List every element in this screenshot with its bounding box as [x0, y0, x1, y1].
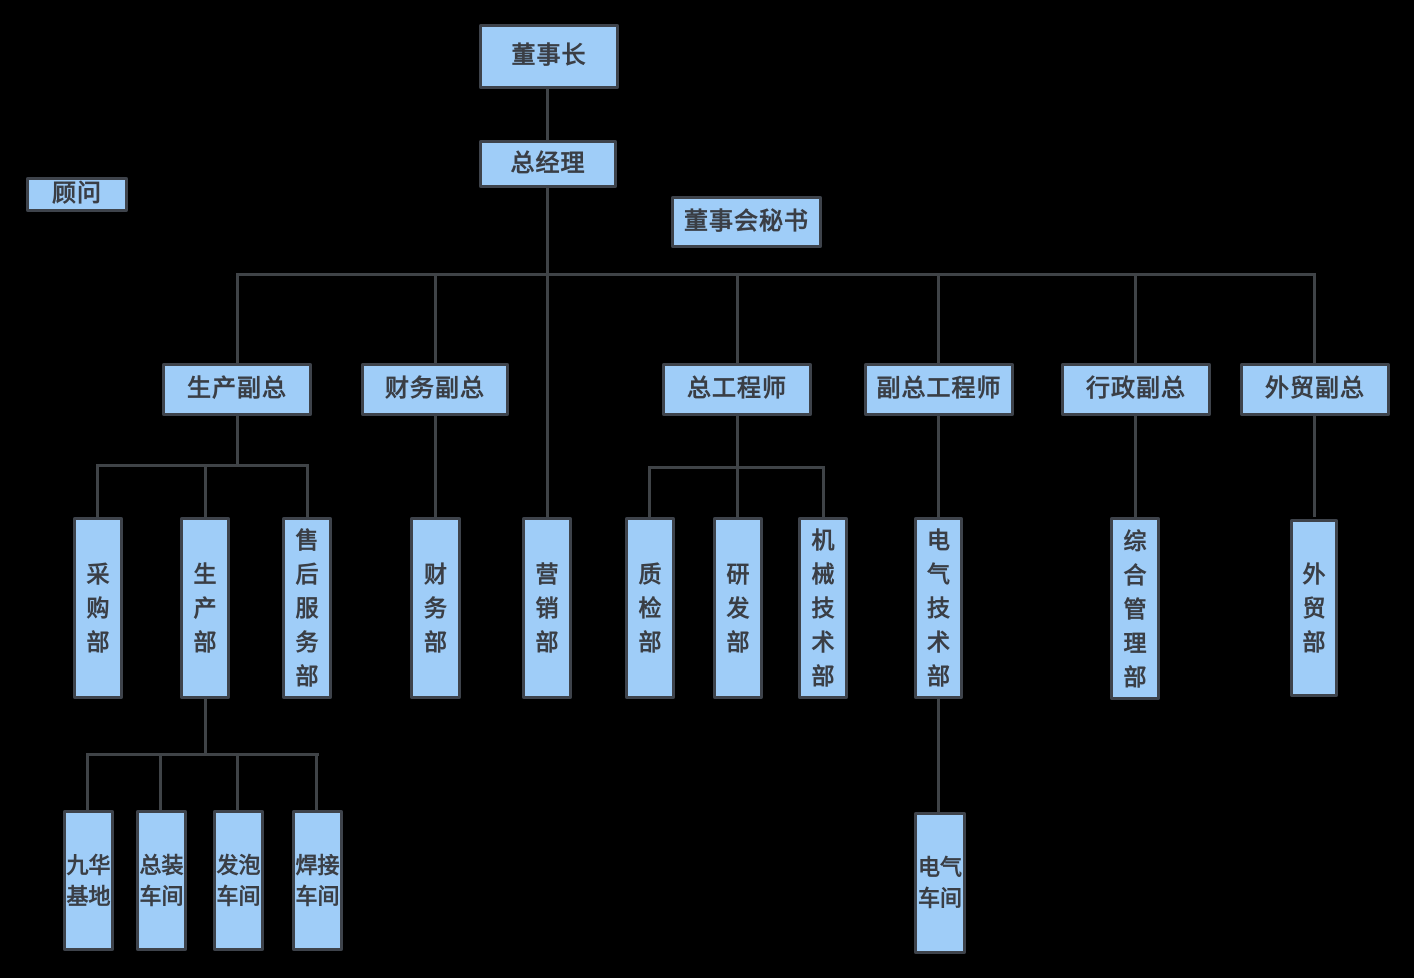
connector-drop-quality: [648, 466, 651, 517]
connector-workshop-bar: [86, 753, 319, 756]
connector-production-dept-stem: [204, 699, 207, 755]
connector-chairman-gm: [546, 89, 549, 140]
node-production-dept[interactable]: 生产部: [180, 517, 230, 699]
connector-drop-welding: [315, 753, 318, 810]
connector-drop-production-vp: [236, 273, 239, 363]
node-marketing-dept[interactable]: 营销部: [522, 517, 572, 699]
node-foaming-workshop[interactable]: 发泡车间: [213, 810, 264, 951]
connector-drop-mech-tech: [822, 466, 825, 517]
node-finance-dept[interactable]: 财务部: [410, 517, 461, 699]
node-advisor[interactable]: 顾问: [26, 177, 128, 212]
node-general-manager[interactable]: 总经理: [479, 140, 617, 188]
node-electrical-tech-dept[interactable]: 电气技术部: [914, 517, 963, 699]
node-welding-workshop[interactable]: 焊接车间: [292, 810, 343, 951]
node-chairman[interactable]: 董事长: [479, 24, 619, 89]
node-assembly-workshop[interactable]: 总装车间: [136, 810, 187, 951]
node-general-management-dept[interactable]: 综合管理部: [1110, 517, 1160, 700]
node-jiuhua-base[interactable]: 九华基地: [63, 810, 114, 951]
connector-production-bar: [96, 464, 309, 467]
connector-deputy-electech: [937, 416, 940, 517]
node-purchasing-dept[interactable]: 采购部: [73, 517, 123, 699]
connector-finance-vp-dept: [434, 416, 437, 517]
node-foreign-trade-dept[interactable]: 外贸部: [1290, 519, 1338, 697]
connector-drop-production-dept: [204, 464, 207, 517]
node-production-vp[interactable]: 生产副总: [162, 363, 312, 416]
node-quality-inspection-dept[interactable]: 质检部: [625, 517, 675, 699]
connector-drop-jiuhua: [86, 753, 89, 810]
connector-gm-trunk: [546, 188, 549, 517]
node-mechanical-tech-dept[interactable]: 机械技术部: [798, 517, 848, 699]
node-chief-engineer[interactable]: 总工程师: [662, 363, 812, 416]
connector-drop-assembly: [159, 753, 162, 810]
connector-main-bar: [236, 273, 1316, 276]
node-rnd-dept[interactable]: 研发部: [713, 517, 763, 699]
connector-trade-dept: [1313, 416, 1316, 517]
connector-drop-admin-vp: [1134, 273, 1137, 363]
node-board-secretary[interactable]: 董事会秘书: [671, 196, 822, 248]
connector-drop-trade-vp: [1313, 273, 1316, 363]
connector-drop-deputy-chief: [937, 273, 940, 363]
node-admin-vp[interactable]: 行政副总: [1061, 363, 1211, 416]
node-foreign-trade-vp[interactable]: 外贸副总: [1240, 363, 1390, 416]
node-deputy-chief-engineer[interactable]: 副总工程师: [864, 363, 1014, 416]
connector-drop-after-sales: [306, 464, 309, 517]
connector-drop-finance-vp: [434, 273, 437, 363]
connector-drop-chief-engineer: [736, 273, 739, 363]
connector-electech-workshop: [937, 699, 940, 812]
connector-admin-genmgmt: [1134, 416, 1137, 517]
connector-chief-engineer-bar: [648, 466, 825, 469]
connector-drop-purchasing: [96, 464, 99, 517]
connector-drop-foaming: [236, 753, 239, 810]
node-electrical-workshop[interactable]: 电气车间: [914, 812, 966, 954]
node-finance-vp[interactable]: 财务副总: [361, 363, 509, 416]
node-after-sales-service-dept[interactable]: 售后服务部: [282, 517, 332, 699]
connector-production-vp-stem: [236, 416, 239, 467]
